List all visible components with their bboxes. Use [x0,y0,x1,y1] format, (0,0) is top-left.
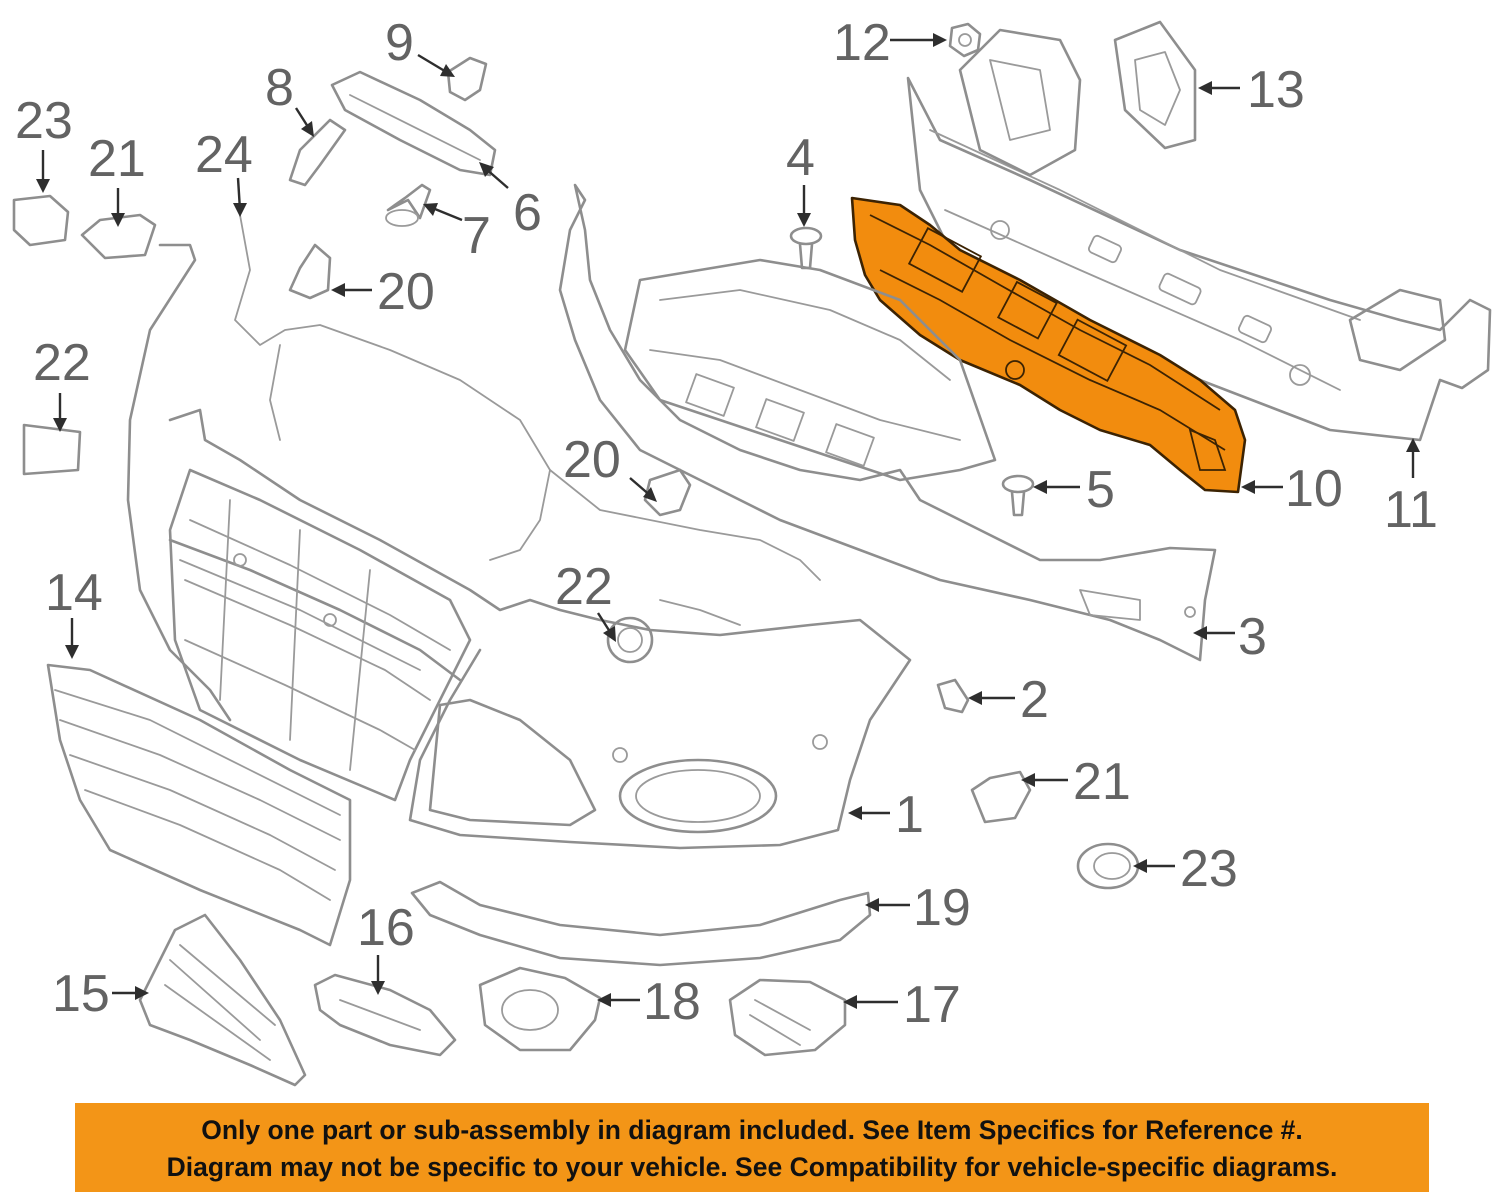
svg-text:15: 15 [52,965,110,1023]
svg-text:19: 19 [913,879,971,937]
callout-24: 24 [195,126,253,217]
part-24-wiring-harness [234,214,821,626]
svg-text:12: 12 [833,14,891,72]
svg-text:20: 20 [377,263,435,321]
svg-text:4: 4 [786,129,815,187]
callout-22-lower: 22 [555,558,616,642]
svg-text:14: 14 [45,564,103,622]
svg-text:21: 21 [1073,753,1131,811]
part-20-clip-upper [288,243,332,300]
part-7-pushpin [385,183,432,227]
part-19-trim-strip [410,880,872,967]
callout-22-upper: 22 [33,334,91,432]
callout-9: 9 [385,14,455,77]
part-14-lower-grille [46,663,352,947]
part-8-pin [288,118,347,187]
svg-text:23: 23 [1180,840,1238,898]
svg-text:6: 6 [513,184,542,242]
callout-23-upper: 23 [15,92,73,193]
svg-text:17: 17 [903,976,961,1034]
callout-2: 2 [968,671,1049,729]
part-6-bracket [330,70,497,177]
part-22-bezel-lower [606,616,654,664]
svg-text:1: 1 [895,786,924,844]
callout-19: 19 [865,879,971,937]
part-4-screw [789,226,823,270]
disclaimer-line-1: Only one part or sub-assembly in diagram… [201,1115,1303,1145]
callout-17: 17 [843,976,961,1034]
svg-text:21: 21 [88,130,146,188]
disclaimer-banner: Only one part or sub-assembly in diagram… [75,1103,1429,1192]
callout-23-lower: 23 [1133,840,1238,898]
callout-20-upper: 20 [331,263,435,321]
callout-5: 5 [1033,461,1115,519]
callout-8: 8 [265,59,314,137]
svg-text:22: 22 [555,558,613,616]
svg-text:22: 22 [33,334,91,392]
callout-10: 10 [1241,460,1343,518]
part-5-screw [1001,474,1035,517]
callout-15: 15 [52,965,149,1023]
callout-6: 6 [479,162,542,242]
part-20-clip-lower [643,468,692,517]
part-16-trim-piece [313,973,457,1057]
part-grille-carrier [623,258,997,482]
part-grille-insert [168,468,472,802]
callout-11: 11 [1384,438,1438,539]
part-2-clip [936,678,970,714]
part-21-sensor-lower [970,770,1032,824]
part-17-fog-bezel-right [728,978,847,1057]
svg-text:23: 23 [15,92,73,150]
svg-text:11: 11 [1384,481,1438,539]
svg-text:7: 7 [462,207,491,265]
svg-text:13: 13 [1247,61,1305,119]
svg-text:16: 16 [357,899,415,957]
svg-text:5: 5 [1086,461,1115,519]
part-10-energy-absorber [850,196,1247,494]
part-21-sensor-upper [80,213,157,260]
part-15-grille-corner [138,913,307,1087]
callout-3: 3 [1193,608,1267,666]
callout-20-lower: 20 [563,431,657,502]
part-22-bezel-upper [22,423,82,476]
callout-7: 7 [423,203,491,265]
svg-text:10: 10 [1285,460,1343,518]
callout-12: 12 [833,14,947,72]
callout-14: 14 [45,564,103,659]
svg-text:9: 9 [385,14,414,72]
part-3-upper-support [558,183,1217,662]
svg-text:18: 18 [643,973,701,1031]
part-12-nut [948,22,982,58]
svg-text:2: 2 [1020,671,1049,729]
disclaimer-line-2: Diagram may not be specific to your vehi… [166,1152,1338,1182]
callout-21-lower: 21 [1021,753,1131,811]
part-1-bumper-cover [126,243,912,850]
part-23-sensor-upper [12,194,70,247]
part-9-clip [446,56,488,102]
part-13-bracket [1113,20,1197,150]
callout-1: 1 [848,786,924,844]
part-18-fog-bezel-left [478,966,602,1052]
svg-text:20: 20 [563,431,621,489]
callout-4: 4 [786,129,815,227]
callout-21-upper: 21 [88,130,146,227]
svg-text:24: 24 [195,126,253,184]
svg-text:8: 8 [265,59,294,117]
part-23-sensor-lower [1076,842,1140,890]
callout-18: 18 [597,973,701,1031]
callout-16: 16 [357,899,415,995]
callout-13: 13 [1198,61,1305,119]
svg-text:3: 3 [1238,608,1267,666]
